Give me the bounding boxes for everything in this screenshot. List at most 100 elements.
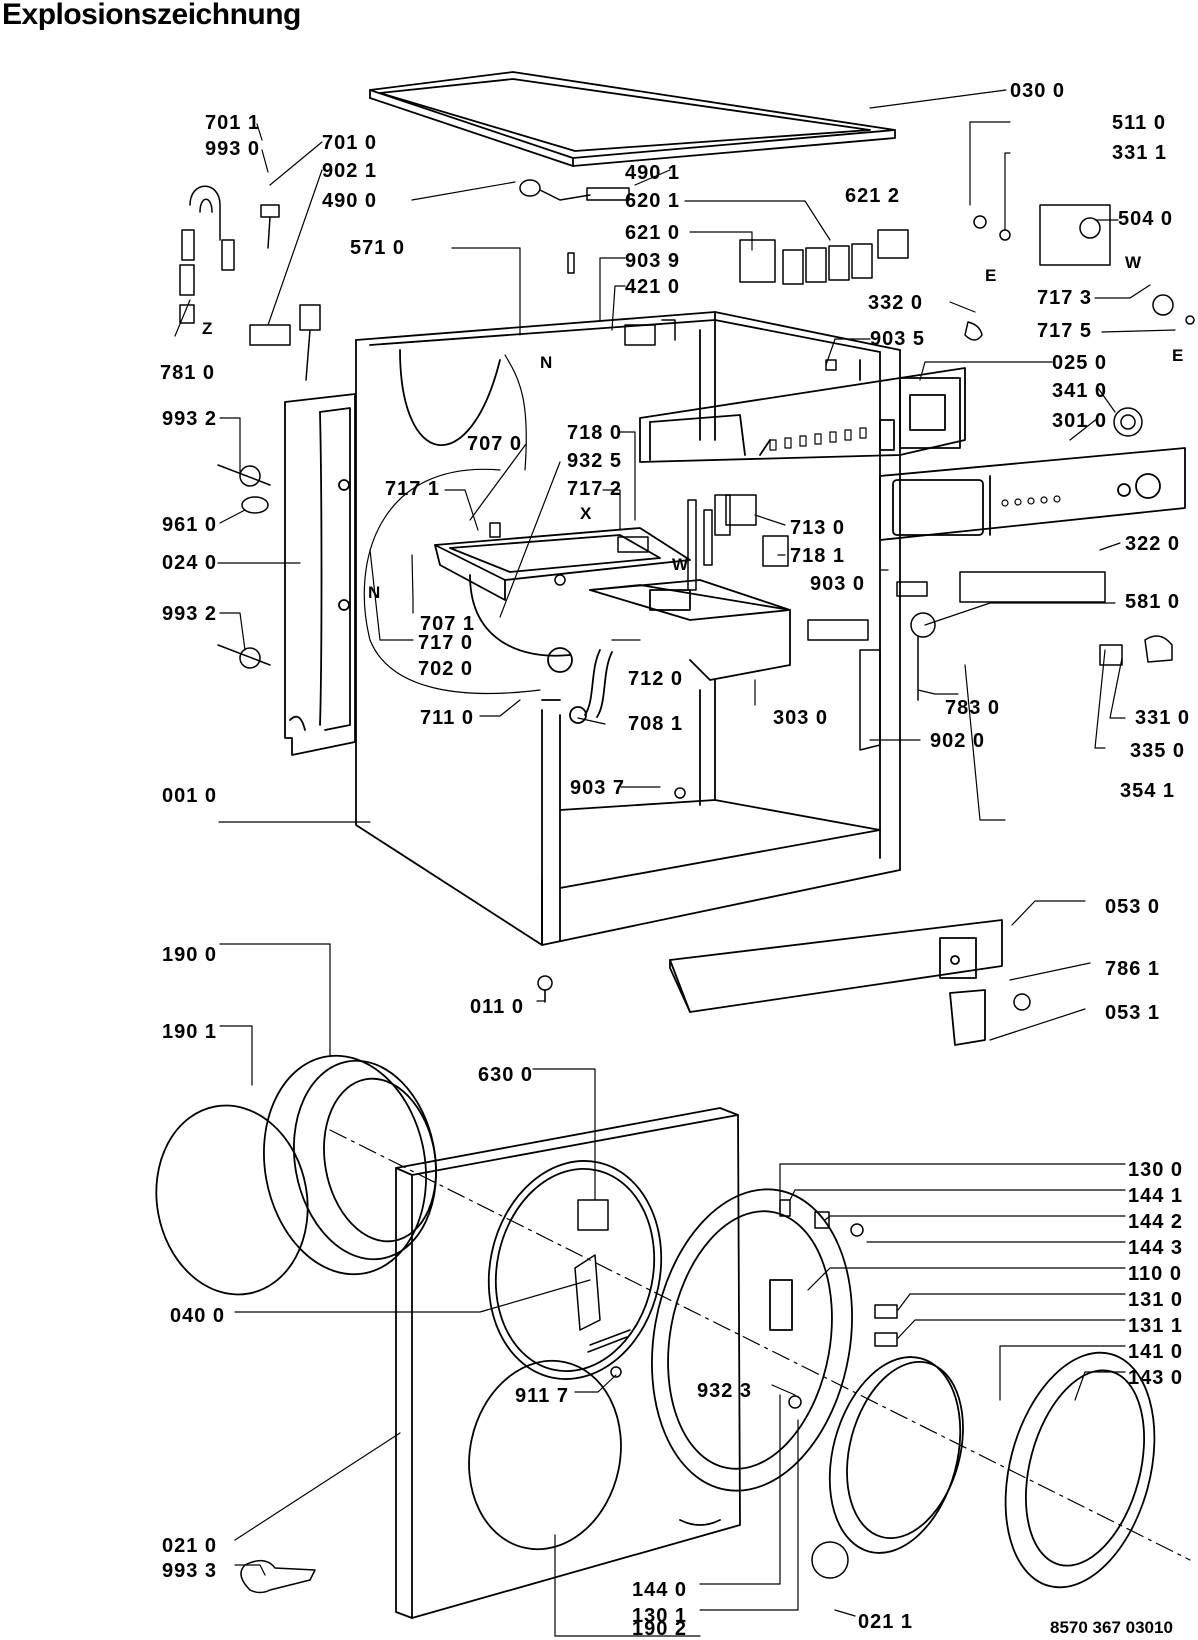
small-parts: [179, 179, 1195, 1594]
callout-130-1: 130 1: [632, 1605, 688, 1627]
mark-e-right: E: [1172, 346, 1185, 365]
mark-z: Z: [202, 319, 214, 338]
callout-630-0: 630 0: [478, 1064, 534, 1086]
callout-571-0: 571 0: [350, 237, 406, 259]
callout-190-1: 190 1: [162, 1021, 218, 1043]
callout-011-0: 011 0: [470, 996, 524, 1018]
callout-024-0: 024 0: [162, 552, 218, 574]
callout-993-3: 993 3: [162, 1560, 218, 1582]
door-hinge-ring-part: [651, 1188, 853, 1492]
callout-030-0: 030 0: [1010, 80, 1066, 102]
front-control-panel-part: [879, 447, 1186, 541]
callout-961-0: 961 0: [162, 514, 218, 536]
callout-903-5: 903 5: [870, 328, 926, 350]
callout-303-0: 303 0: [773, 707, 829, 729]
callout-786-1: 786 1: [1105, 958, 1161, 980]
callout-903-0: 903 0: [810, 573, 866, 595]
callout-783-0: 783 0: [945, 697, 1001, 719]
callout-490-0: 490 0: [322, 190, 378, 212]
drain-hose-outline: [363, 468, 541, 695]
cabinet-body-part: [355, 311, 901, 946]
callout-131-1: 131 1: [1128, 1315, 1184, 1337]
page-title: Explosionszeichnung: [2, 0, 301, 31]
document-code: 8570 367 03010: [1050, 1618, 1173, 1637]
leader-lines: [174, 89, 1176, 1637]
callout-341-0: 341 0: [1052, 380, 1108, 402]
callout-718-1: 718 1: [790, 545, 846, 567]
door-inner-glass-part: [468, 1359, 622, 1551]
callout-708-1: 708 1: [628, 713, 684, 735]
mark-w-upper: W: [1125, 253, 1143, 272]
callout-053-0: 053 0: [1105, 896, 1161, 918]
callout-621-0: 621 0: [625, 222, 681, 244]
callout-001-0: 001 0: [162, 785, 218, 807]
callout-717-3: 717 3: [1037, 287, 1093, 309]
mark-n-lower: N: [368, 583, 382, 602]
callout-712-0: 712 0: [628, 668, 684, 690]
callout-190-2: 190 2: [632, 1618, 688, 1640]
callout-902-0: 902 0: [930, 730, 986, 752]
mark-e-left: E: [985, 266, 998, 285]
callout-621-2: 621 2: [845, 185, 901, 207]
callout-021-1: 021 1: [858, 1611, 914, 1633]
callout-331-0: 331 0: [1135, 707, 1191, 729]
callout-511-0: 511 0: [1112, 112, 1166, 134]
mark-n-upper: N: [540, 353, 554, 372]
callout-707-0: 707 0: [467, 433, 523, 455]
callout-932-5: 932 5: [567, 450, 623, 472]
callout-025-0: 025 0: [1052, 352, 1108, 374]
callout-144-2: 144 2: [1128, 1211, 1184, 1233]
callout-143-0: 143 0: [1128, 1367, 1184, 1389]
callout-144-1: 144 1: [1128, 1185, 1184, 1207]
callout-190-0: 190 0: [162, 944, 218, 966]
mark-w-lower: W: [672, 555, 690, 574]
callout-490-1: 490 1: [625, 162, 681, 184]
callout-717-5: 717 5: [1037, 320, 1093, 342]
callout-504-0: 504 0: [1118, 208, 1174, 230]
callout-021-0: 021 0: [162, 1535, 218, 1557]
callout-130-0: 130 0: [1128, 1159, 1184, 1181]
callout-902-1: 902 1: [322, 160, 378, 182]
callout-581-0: 581 0: [1125, 591, 1181, 613]
kickplate-part: [669, 919, 1003, 1046]
callout-620-1: 620 1: [625, 190, 681, 212]
callout-993-2-lower: 993 2: [162, 603, 218, 625]
callout-701-1: 701 1: [205, 112, 261, 134]
door-axis-line: [329, 1129, 1191, 1561]
callout-131-0: 131 0: [1128, 1289, 1184, 1311]
callout-301-0: 301 0: [1052, 410, 1108, 432]
callout-993-0: 993 0: [205, 138, 261, 160]
callout-322-0: 322 0: [1125, 533, 1181, 555]
top-cover-part: [369, 71, 896, 167]
callout-717-1: 717 1: [385, 478, 441, 500]
callout-993-2-upper: 993 2: [162, 408, 218, 430]
callout-707-1: 707 1: [420, 613, 476, 635]
callout-911-7: 911 7: [515, 1385, 569, 1407]
callout-903-7: 903 7: [570, 777, 626, 799]
callout-354-1: 354 1: [1120, 780, 1176, 802]
callout-711-0: 711 0: [420, 707, 474, 729]
callout-421-0: 421 0: [625, 276, 681, 298]
detergent-dispenser-part: [434, 527, 791, 724]
callout-040-0: 040 0: [170, 1305, 226, 1327]
callout-717-0: 717 0: [418, 632, 474, 654]
callout-903-9: 903 9: [625, 250, 681, 272]
callout-702-0: 702 0: [418, 658, 474, 680]
callout-701-0: 701 0: [322, 132, 378, 154]
callout-144-3: 144 3: [1128, 1237, 1184, 1259]
front-panel-part: [395, 1107, 741, 1619]
callout-717-2: 717 2: [567, 478, 623, 500]
tub-front-ring-part: [155, 1054, 437, 1296]
callout-718-0: 718 0: [567, 422, 623, 444]
callout-781-0: 781 0: [160, 362, 216, 384]
callout-144-0: 144 0: [632, 1579, 688, 1601]
mark-x: X: [580, 504, 593, 523]
callout-331-1: 331 1: [1112, 142, 1168, 164]
callout-053-1: 053 1: [1105, 1002, 1161, 1024]
inlet-hose-outline: [504, 354, 527, 471]
callout-110-0: 110 0: [1128, 1263, 1182, 1285]
callout-141-0: 141 0: [1128, 1341, 1184, 1363]
callout-332-0: 332 0: [868, 292, 924, 314]
side-panel-part: [284, 393, 356, 756]
